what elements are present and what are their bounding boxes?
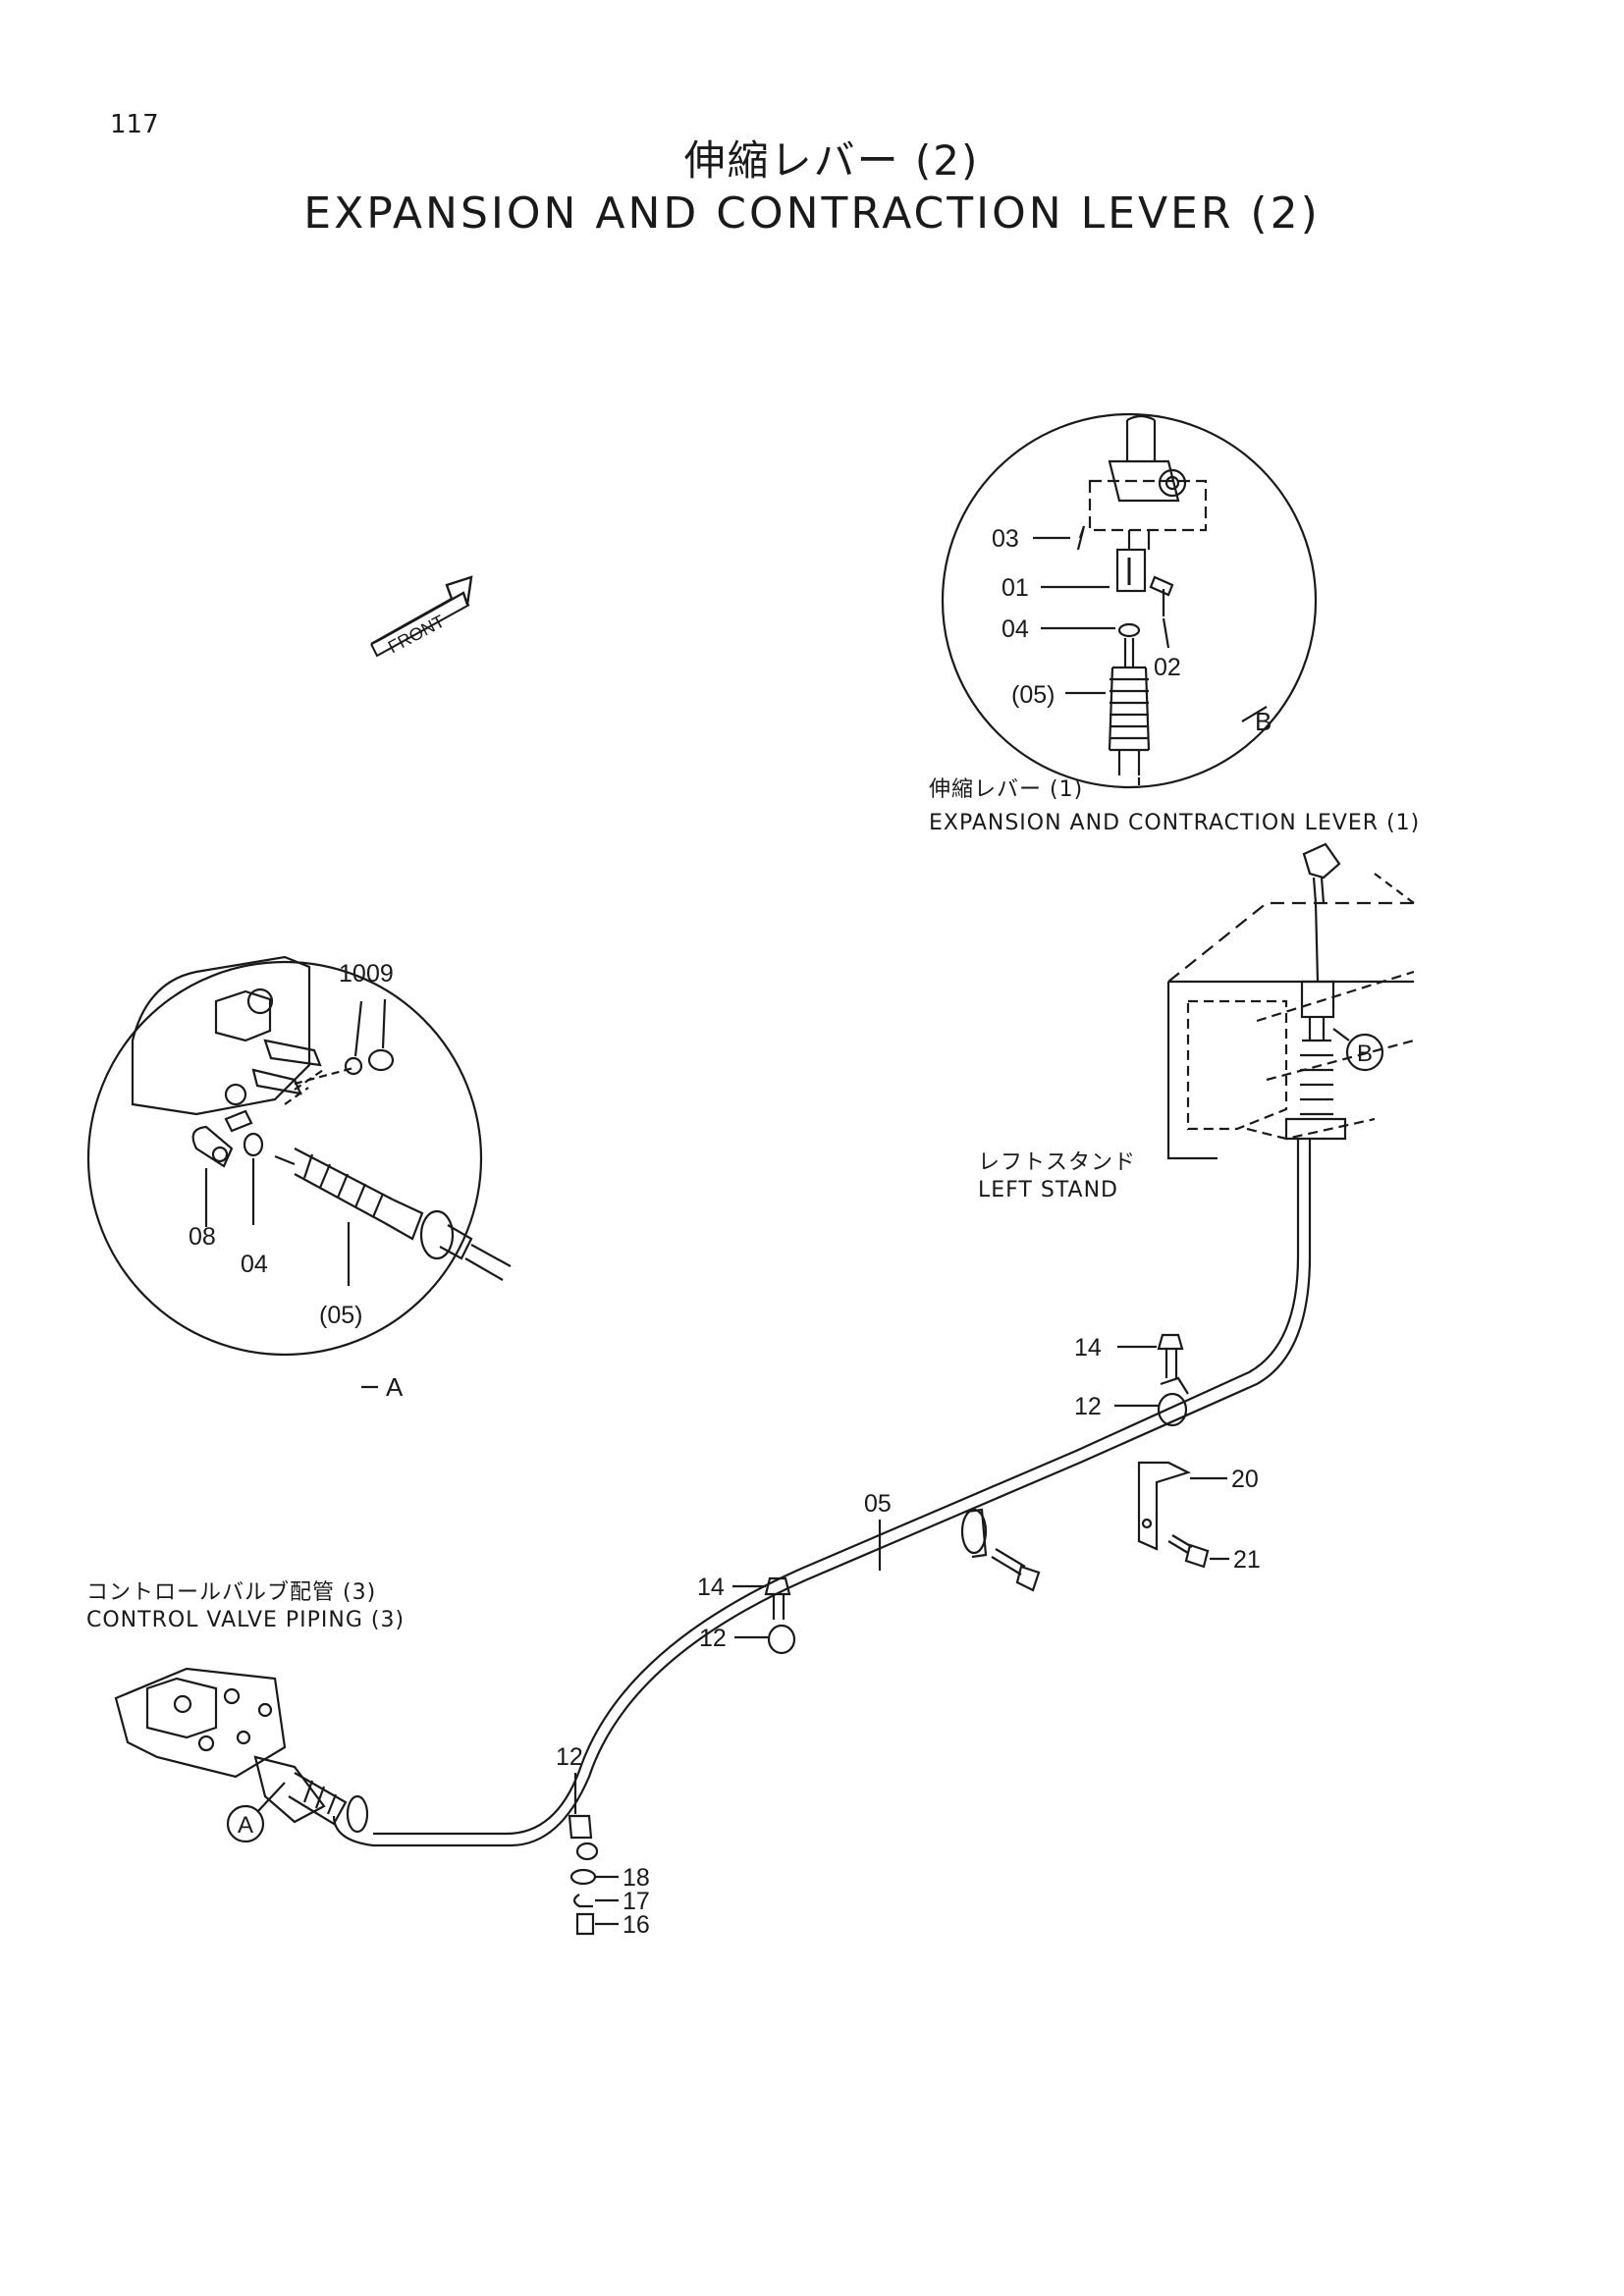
part-label-05: 05: [864, 1490, 892, 1518]
detail-b-view: 03 01 04 02 (05) B: [941, 412, 1318, 789]
part-label-08: 08: [189, 1223, 216, 1251]
bolt-14-lower: [764, 1576, 791, 1620]
part-label-01: 01: [1001, 574, 1029, 602]
left-stand-label-english: LEFT STAND: [978, 1178, 1118, 1202]
control-valve-label-japanese: コントロールバルブ配管 (3): [86, 1580, 377, 1605]
part-label-02: 02: [1154, 654, 1181, 681]
clamp-12-lower: [767, 1624, 796, 1655]
part-label-18: 18: [623, 1864, 650, 1892]
detail-a-view: 10 09 08 04 (05) A: [86, 955, 512, 1402]
valve-ref-a-circle: [226, 1804, 265, 1843]
part-label-20: 20: [1231, 1466, 1259, 1493]
part-label-14-lower: 14: [697, 1574, 725, 1601]
part-label-04-a: 04: [241, 1251, 268, 1278]
part-label-03: 03: [992, 525, 1019, 553]
part-label-12-lower: 12: [699, 1625, 727, 1652]
part-label-21: 21: [1233, 1546, 1261, 1574]
clamp-12-bottom: [568, 1814, 599, 1861]
cable-05: [332, 1139, 1312, 1847]
part-label-17: 17: [623, 1888, 650, 1915]
detail-a-callout: A: [386, 1372, 404, 1402]
part-label-12-bottom: 12: [556, 1743, 583, 1771]
bracket-20: [1137, 1461, 1191, 1551]
part-label-16: 16: [623, 1911, 650, 1939]
clamp-12-upper: [1157, 1376, 1189, 1427]
washers-18-17-16: [569, 1868, 597, 1936]
detail-b-caption-english: EXPANSION AND CONTRACTION LEVER (1): [929, 811, 1421, 835]
callout-leaders: [573, 1345, 1229, 1926]
part-label-04: 04: [1001, 615, 1029, 643]
stand-ref-b-circle: [1345, 1033, 1384, 1072]
part-label-10: 10: [339, 960, 366, 988]
part-label-09: 09: [366, 960, 394, 988]
part-label-05-ref-a: (05): [319, 1302, 362, 1329]
page-title-english: EXPANSION AND CONTRACTION LEVER (2): [303, 188, 1321, 239]
bolt-14-upper: [1157, 1333, 1184, 1378]
part-label-14-upper: 14: [1074, 1334, 1102, 1362]
clamp-mid: [960, 1508, 1041, 1592]
valve-ref-a: A: [238, 1812, 253, 1839]
control-valve-label-english: CONTROL VALVE PIPING (3): [86, 1608, 406, 1632]
front-arrow-icon: FRONT: [370, 575, 473, 657]
left-stand: B: [1166, 842, 1415, 1160]
page-title-japanese: 伸縮レバー (2): [683, 136, 980, 185]
left-stand-label-japanese: レフトスタンド: [978, 1150, 1137, 1175]
part-label-05-ref: (05): [1011, 681, 1055, 709]
part-label-12-upper: 12: [1074, 1393, 1102, 1420]
control-valve: A: [114, 1667, 369, 1843]
page-number: 117: [110, 110, 159, 139]
detail-b-callout: B: [1255, 707, 1272, 736]
detail-b-caption-japanese: 伸縮レバー (1): [929, 777, 1084, 802]
bolt-21: [1167, 1534, 1210, 1569]
stand-ref-b: B: [1357, 1041, 1373, 1067]
